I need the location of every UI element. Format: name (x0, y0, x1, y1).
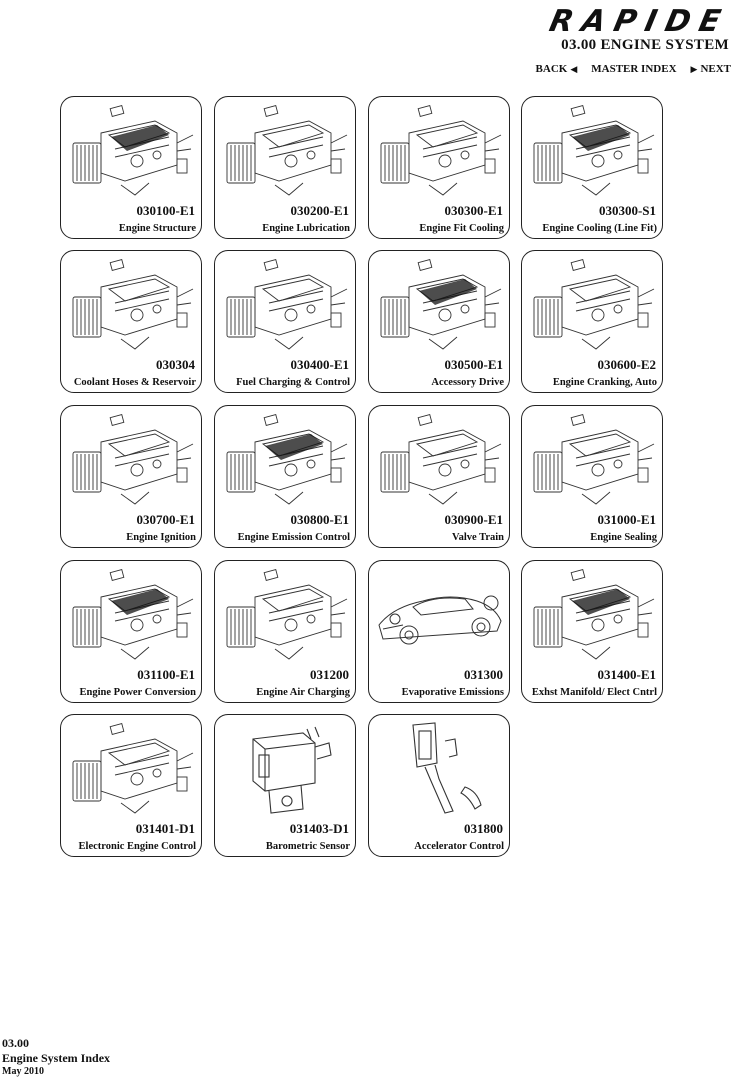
tile-code: 031800 (464, 821, 503, 836)
tile-code: 031403-D1 (289, 821, 349, 836)
tile-code: 030200-E1 (290, 203, 350, 218)
tile-label: Engine Ignition (126, 532, 196, 543)
tile-code: 030900-E1 (444, 512, 504, 527)
tile-code: 030300-S1 (598, 203, 656, 218)
tile-label: Fuel Charging & Control (236, 377, 350, 388)
tile-code: 030800-E1 (290, 512, 350, 527)
tile-code: 030300-E1 (444, 203, 504, 218)
tile-code: 031401-D1 (135, 821, 195, 836)
footer-date: May 2010 (2, 1066, 44, 1077)
tile-code: 031300 (464, 667, 503, 682)
tile-code: 030700-E1 (136, 512, 196, 527)
top-nav: BACK ◀ MASTER INDEX ▶ NEXT (536, 63, 731, 75)
tile-label: Engine Cooling (Line Fit) (542, 223, 657, 234)
tile-label: Engine Emission Control (237, 532, 350, 543)
tile-label: Engine Cranking, Auto (552, 377, 657, 388)
tile-code: 030400-E1 (290, 357, 350, 372)
triangle-right-icon: ▶ (690, 63, 698, 74)
tile-code: 030500-E1 (444, 357, 504, 372)
footer-title: Engine System Index (2, 1051, 111, 1065)
tile-label: Engine Air Charging (256, 687, 350, 698)
tile-code: 031200 (310, 667, 349, 682)
tile-label: Engine Lubrication (262, 223, 350, 234)
next-label: NEXT (700, 63, 731, 75)
page-title: 03.00 ENGINE SYSTEM (561, 37, 729, 53)
footer-section: 03.00 (2, 1036, 29, 1050)
tile-code: 030600-E2 (597, 357, 657, 372)
tile-label: Evaporative Emissions (401, 687, 504, 698)
master-index-link[interactable]: MASTER INDEX (591, 63, 676, 75)
tile-label: Engine Fit Cooling (419, 223, 504, 234)
tile-label: Coolant Hoses & Reservoir (73, 377, 196, 388)
tile-code: 030100-E1 (136, 203, 196, 218)
tile-code: 031400-E1 (597, 667, 657, 682)
tile-label: Accelerator Control (414, 841, 504, 852)
tile-label: Electronic Engine Control (78, 841, 196, 852)
tile-label: Valve Train (451, 532, 504, 543)
tile-label: Engine Power Conversion (79, 687, 196, 698)
back-label: BACK (535, 63, 568, 75)
tile-label: Exhst Manifold/ Elect Cntrl (531, 687, 657, 698)
back-link[interactable]: BACK ◀ (536, 63, 578, 75)
triangle-left-icon: ◀ (570, 63, 578, 74)
master-index-label: MASTER INDEX (591, 63, 677, 75)
next-link[interactable]: ▶ NEXT (691, 63, 731, 75)
tile-code: 031100-E1 (137, 667, 195, 682)
tile-label: Accessory Drive (431, 377, 504, 388)
brand-logo: RAPIDE (546, 4, 733, 39)
tile-code: 031000-E1 (597, 512, 657, 527)
tile-code: 030304 (156, 357, 195, 372)
tile-label: Engine Structure (118, 223, 196, 234)
tile-label: Engine Sealing (590, 532, 657, 543)
tile-label: Barometric Sensor (265, 841, 350, 852)
footer: 03.00 Engine System Index May 2010 (2, 1036, 110, 1077)
